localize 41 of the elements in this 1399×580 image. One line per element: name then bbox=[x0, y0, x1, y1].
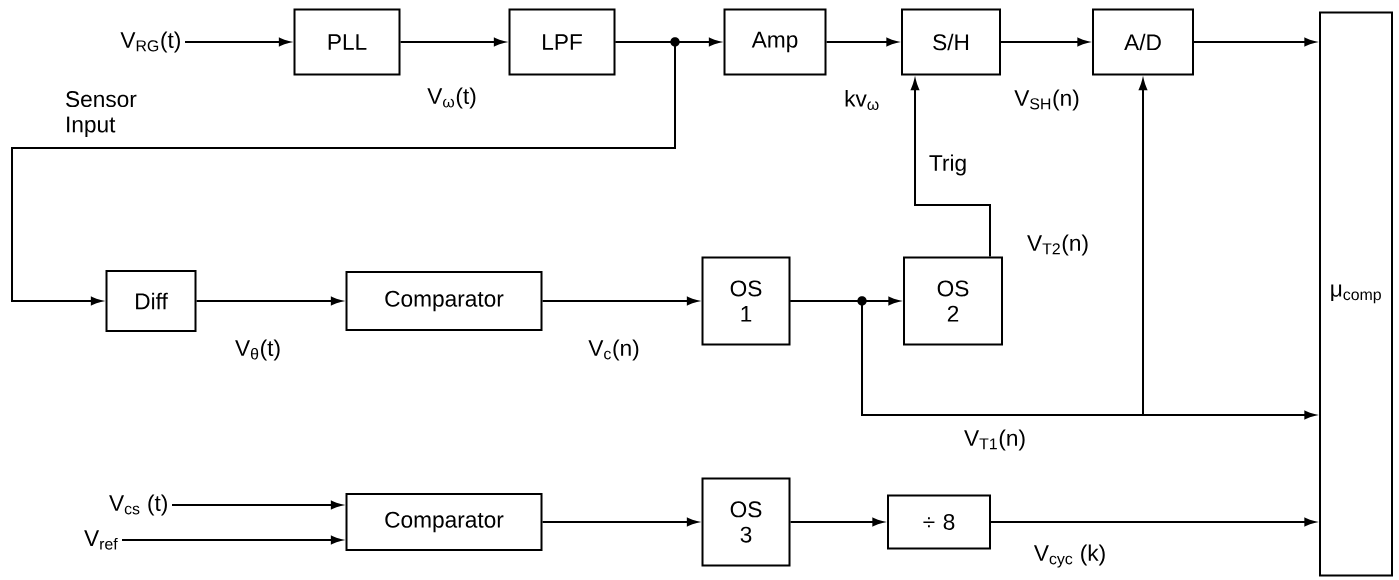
arrow bbox=[825, 37, 898, 47]
block-box: PLL bbox=[293, 8, 401, 76]
block-box: Amp bbox=[723, 8, 827, 76]
edge-label: V$_{c}$(n) bbox=[588, 339, 639, 361]
signal-label: V$_{ref}$ bbox=[84, 530, 118, 550]
arrow bbox=[184, 37, 290, 47]
signal-label: V$_{cs}$ (t) bbox=[109, 494, 167, 516]
signal-label: V$_{RG}$(t) bbox=[120, 31, 180, 53]
arrow bbox=[121, 535, 342, 545]
arrow bbox=[399, 37, 505, 47]
block-box: LPF bbox=[508, 8, 616, 76]
block-box: Comparator bbox=[345, 271, 543, 331]
block-box: Comparator bbox=[345, 493, 543, 551]
arrow bbox=[910, 79, 991, 258]
arrow bbox=[11, 41, 676, 306]
block-box: μ$_{comp}$ bbox=[1319, 11, 1393, 577]
arrow bbox=[1193, 37, 1316, 47]
edge-label: V$_{T1}$(n) bbox=[964, 429, 1025, 451]
arrow bbox=[541, 517, 698, 527]
node-caption: Sensor Input bbox=[66, 91, 137, 137]
arrow bbox=[541, 296, 698, 306]
arrow bbox=[195, 296, 342, 306]
signal-label: Trig bbox=[929, 154, 966, 176]
edge-label: V$_{ω}$(t) bbox=[427, 87, 476, 109]
edge-label: V$_{cyc}$ (k) bbox=[1033, 544, 1105, 568]
block-box: S/H bbox=[901, 8, 1001, 76]
block-box: A/D bbox=[1092, 8, 1194, 76]
block-box: OS 2 bbox=[903, 256, 1003, 346]
block-box: OS 3 bbox=[701, 477, 791, 567]
edge-label: kv$_{ω}$ bbox=[845, 90, 879, 110]
arrow bbox=[789, 517, 884, 527]
arrow bbox=[789, 79, 1148, 416]
arrow bbox=[171, 500, 342, 510]
edge-label: V$_{θ}$(t) bbox=[235, 339, 280, 361]
arrow bbox=[990, 517, 1316, 527]
block-box: Diff bbox=[105, 270, 197, 332]
block-box: OS 1 bbox=[701, 256, 791, 346]
arrow bbox=[1000, 37, 1089, 47]
edge-label: V$_{T2}$(n) bbox=[1027, 234, 1088, 256]
edge-label: V$_{SH}$(n) bbox=[1014, 89, 1079, 111]
block-box: ÷ 8 bbox=[887, 494, 991, 550]
